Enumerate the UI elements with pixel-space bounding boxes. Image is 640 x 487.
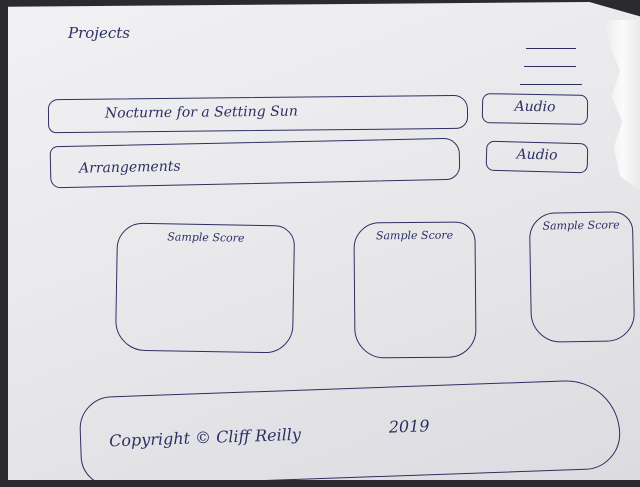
sample-score-card[interactable]: Sample Score: [353, 221, 477, 359]
sample-score-label: Sample Score: [542, 218, 620, 233]
footer: Copyright © Cliff Reilly 2019: [78, 378, 622, 480]
sample-score-card[interactable]: Sample Score: [528, 211, 636, 343]
project-item-label: Arrangements: [78, 158, 181, 177]
audio-button[interactable]: Audio: [481, 93, 589, 125]
copyright-year: 2019: [388, 416, 430, 437]
menu-bar-line: [520, 84, 582, 85]
sample-score-label: Sample Score: [375, 228, 454, 243]
paper-sheet: Projects Nocturne for a Setting Sun Audi…: [8, 2, 640, 480]
sample-score-label: Sample Score: [167, 230, 245, 245]
page-title: Projects: [68, 24, 130, 42]
menu-bar-line: [526, 48, 576, 49]
menu-bar-line: [524, 66, 576, 67]
audio-button[interactable]: Audio: [485, 140, 589, 174]
copyright-text: Copyright © Cliff Reilly: [108, 424, 302, 451]
torn-corner: [604, 20, 640, 190]
sample-score-card[interactable]: Sample Score: [114, 222, 296, 354]
project-item-label: Nocturne for a Setting Sun: [104, 103, 298, 122]
project-item-nocturne[interactable]: Nocturne for a Setting Sun: [47, 94, 469, 134]
project-item-arrangements[interactable]: Arrangements: [49, 137, 461, 189]
hamburger-menu-icon[interactable]: [520, 46, 584, 88]
